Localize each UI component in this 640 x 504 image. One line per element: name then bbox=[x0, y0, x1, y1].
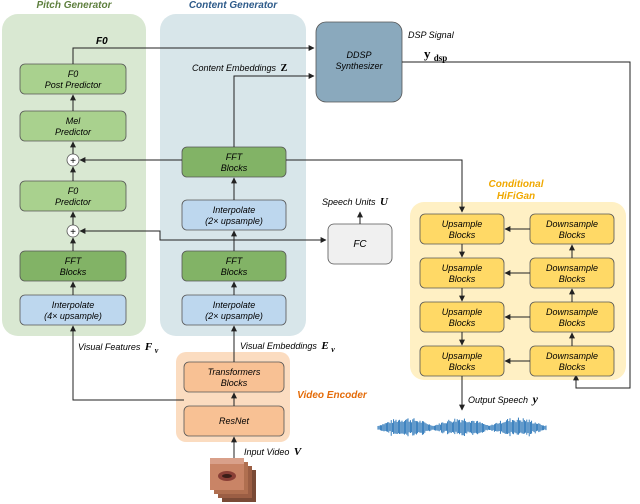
dsp-signal-symbol: y dsp bbox=[424, 46, 447, 63]
output-waveform bbox=[377, 417, 547, 437]
arrow-content-mid-to-plus-lower bbox=[79, 228, 234, 241]
arrow-ddsp-to-hifigan bbox=[402, 61, 631, 389]
content-fft-mid-label1: FFT bbox=[226, 256, 244, 266]
svg-text:Blocks: Blocks bbox=[449, 274, 476, 284]
pitch-generator-title: Pitch Generator bbox=[36, 0, 112, 11]
arrow-fft-top-to-hifigan bbox=[286, 159, 465, 213]
svg-text:Downsample: Downsample bbox=[546, 219, 598, 229]
visual-embeddings-subscript: v bbox=[331, 345, 335, 354]
pitch-fft-label2: Blocks bbox=[60, 267, 87, 277]
dsp-signal-label: DSP Signal bbox=[408, 30, 455, 40]
input-video-symbol: V bbox=[294, 446, 303, 458]
svg-text:Downsample: Downsample bbox=[546, 351, 598, 361]
content-interp-bot-label2: (2× upsample) bbox=[205, 311, 263, 321]
svg-text:Upsample: Upsample bbox=[442, 351, 483, 361]
svg-text:Blocks: Blocks bbox=[559, 230, 586, 240]
content-embeddings-symbol: Z bbox=[281, 63, 288, 74]
svg-text:Blocks: Blocks bbox=[559, 274, 586, 284]
mel-predictor-label1: Mel bbox=[66, 116, 82, 126]
video-encoder-title: Video Encoder bbox=[297, 390, 368, 401]
content-generator-title: Content Generator bbox=[189, 0, 278, 11]
transformers-label2: Blocks bbox=[221, 378, 248, 388]
pitch-generator-panel bbox=[2, 14, 146, 336]
visual-features-label: Visual Features F v bbox=[78, 341, 159, 355]
svg-text:Downsample: Downsample bbox=[546, 263, 598, 273]
content-interp-mid-label2: (2× upsample) bbox=[205, 216, 263, 226]
content-fft-top-label1: FFT bbox=[226, 152, 244, 162]
pitch-fft-label1: FFT bbox=[65, 256, 83, 266]
ddsp-label2: Synthesizer bbox=[335, 61, 383, 71]
pitch-interpolate-label1: Interpolate bbox=[52, 300, 95, 310]
content-fft-mid-label2: Blocks bbox=[221, 267, 248, 277]
pitch-interpolate-label2: (4× upsample) bbox=[44, 311, 102, 321]
svg-text:Upsample: Upsample bbox=[442, 263, 483, 273]
downsample-block-4: Downsample Blocks bbox=[529, 345, 615, 377]
upsample-block-2: Upsample Blocks bbox=[419, 257, 505, 289]
svg-text:Upsample: Upsample bbox=[442, 307, 483, 317]
visual-embeddings-symbol: E bbox=[320, 340, 328, 352]
upsample-block-1: Upsample Blocks bbox=[419, 213, 505, 245]
content-embeddings-label: Content Embeddings Z bbox=[192, 63, 288, 74]
speech-units-label: Speech Units U bbox=[322, 196, 389, 208]
svg-text:Blocks: Blocks bbox=[559, 318, 586, 328]
resnet-label: ResNet bbox=[219, 416, 250, 426]
f0-output-label: F0 bbox=[96, 36, 108, 47]
output-speech-symbol: y bbox=[531, 392, 539, 406]
visual-features-symbol: F bbox=[144, 341, 153, 353]
downsample-block-3: Downsample Blocks bbox=[529, 301, 615, 333]
arrow-resnet-to-pitch bbox=[70, 325, 184, 401]
svg-text:Upsample: Upsample bbox=[442, 219, 483, 229]
downsample-block-1: Downsample Blocks bbox=[529, 213, 615, 245]
mel-predictor-label2: Predictor bbox=[55, 127, 92, 137]
f0-post-predictor-label2: Post Predictor bbox=[45, 80, 103, 90]
f0-predictor-label1: F0 bbox=[68, 186, 79, 196]
input-video-frames-image bbox=[210, 458, 256, 502]
content-interp-mid-label1: Interpolate bbox=[213, 205, 256, 215]
upsample-block-4: Upsample Blocks bbox=[419, 345, 505, 377]
f0-post-predictor-label1: F0 bbox=[68, 69, 79, 79]
svg-text:Blocks: Blocks bbox=[449, 230, 476, 240]
upsample-block-3: Upsample Blocks bbox=[419, 301, 505, 333]
fc-label: FC bbox=[353, 239, 367, 250]
transformers-label1: Transformers bbox=[208, 367, 261, 377]
downsample-block-2: Downsample Blocks bbox=[529, 257, 615, 289]
speech-units-symbol: U bbox=[380, 196, 389, 208]
content-fft-top-label2: Blocks bbox=[221, 163, 248, 173]
plus-sign-lower: + bbox=[70, 227, 76, 238]
visual-features-subscript: v bbox=[155, 346, 159, 355]
plus-sign-upper: + bbox=[70, 156, 76, 167]
hifigan-title-line1: Conditional bbox=[489, 179, 544, 190]
hifigan-title-line2: HiFiGan bbox=[497, 191, 535, 202]
output-speech-label: Output Speech y bbox=[468, 392, 539, 406]
input-video-label: Input Video V bbox=[244, 446, 303, 458]
svg-text:Blocks: Blocks bbox=[559, 362, 586, 372]
svg-text:Blocks: Blocks bbox=[449, 318, 476, 328]
f0-predictor-label2: Predictor bbox=[55, 197, 92, 207]
svg-text:Downsample: Downsample bbox=[546, 307, 598, 317]
svg-text:Blocks: Blocks bbox=[449, 362, 476, 372]
visual-embeddings-label: Visual Embeddings E v bbox=[240, 340, 335, 354]
arrow-content-emb-to-ddsp bbox=[233, 73, 315, 147]
ddsp-label1: DDSP bbox=[346, 50, 371, 60]
dsp-signal-subscript: dsp bbox=[434, 53, 448, 63]
content-interp-bot-label1: Interpolate bbox=[213, 300, 256, 310]
arrow-f0-to-ddsp bbox=[72, 45, 315, 64]
